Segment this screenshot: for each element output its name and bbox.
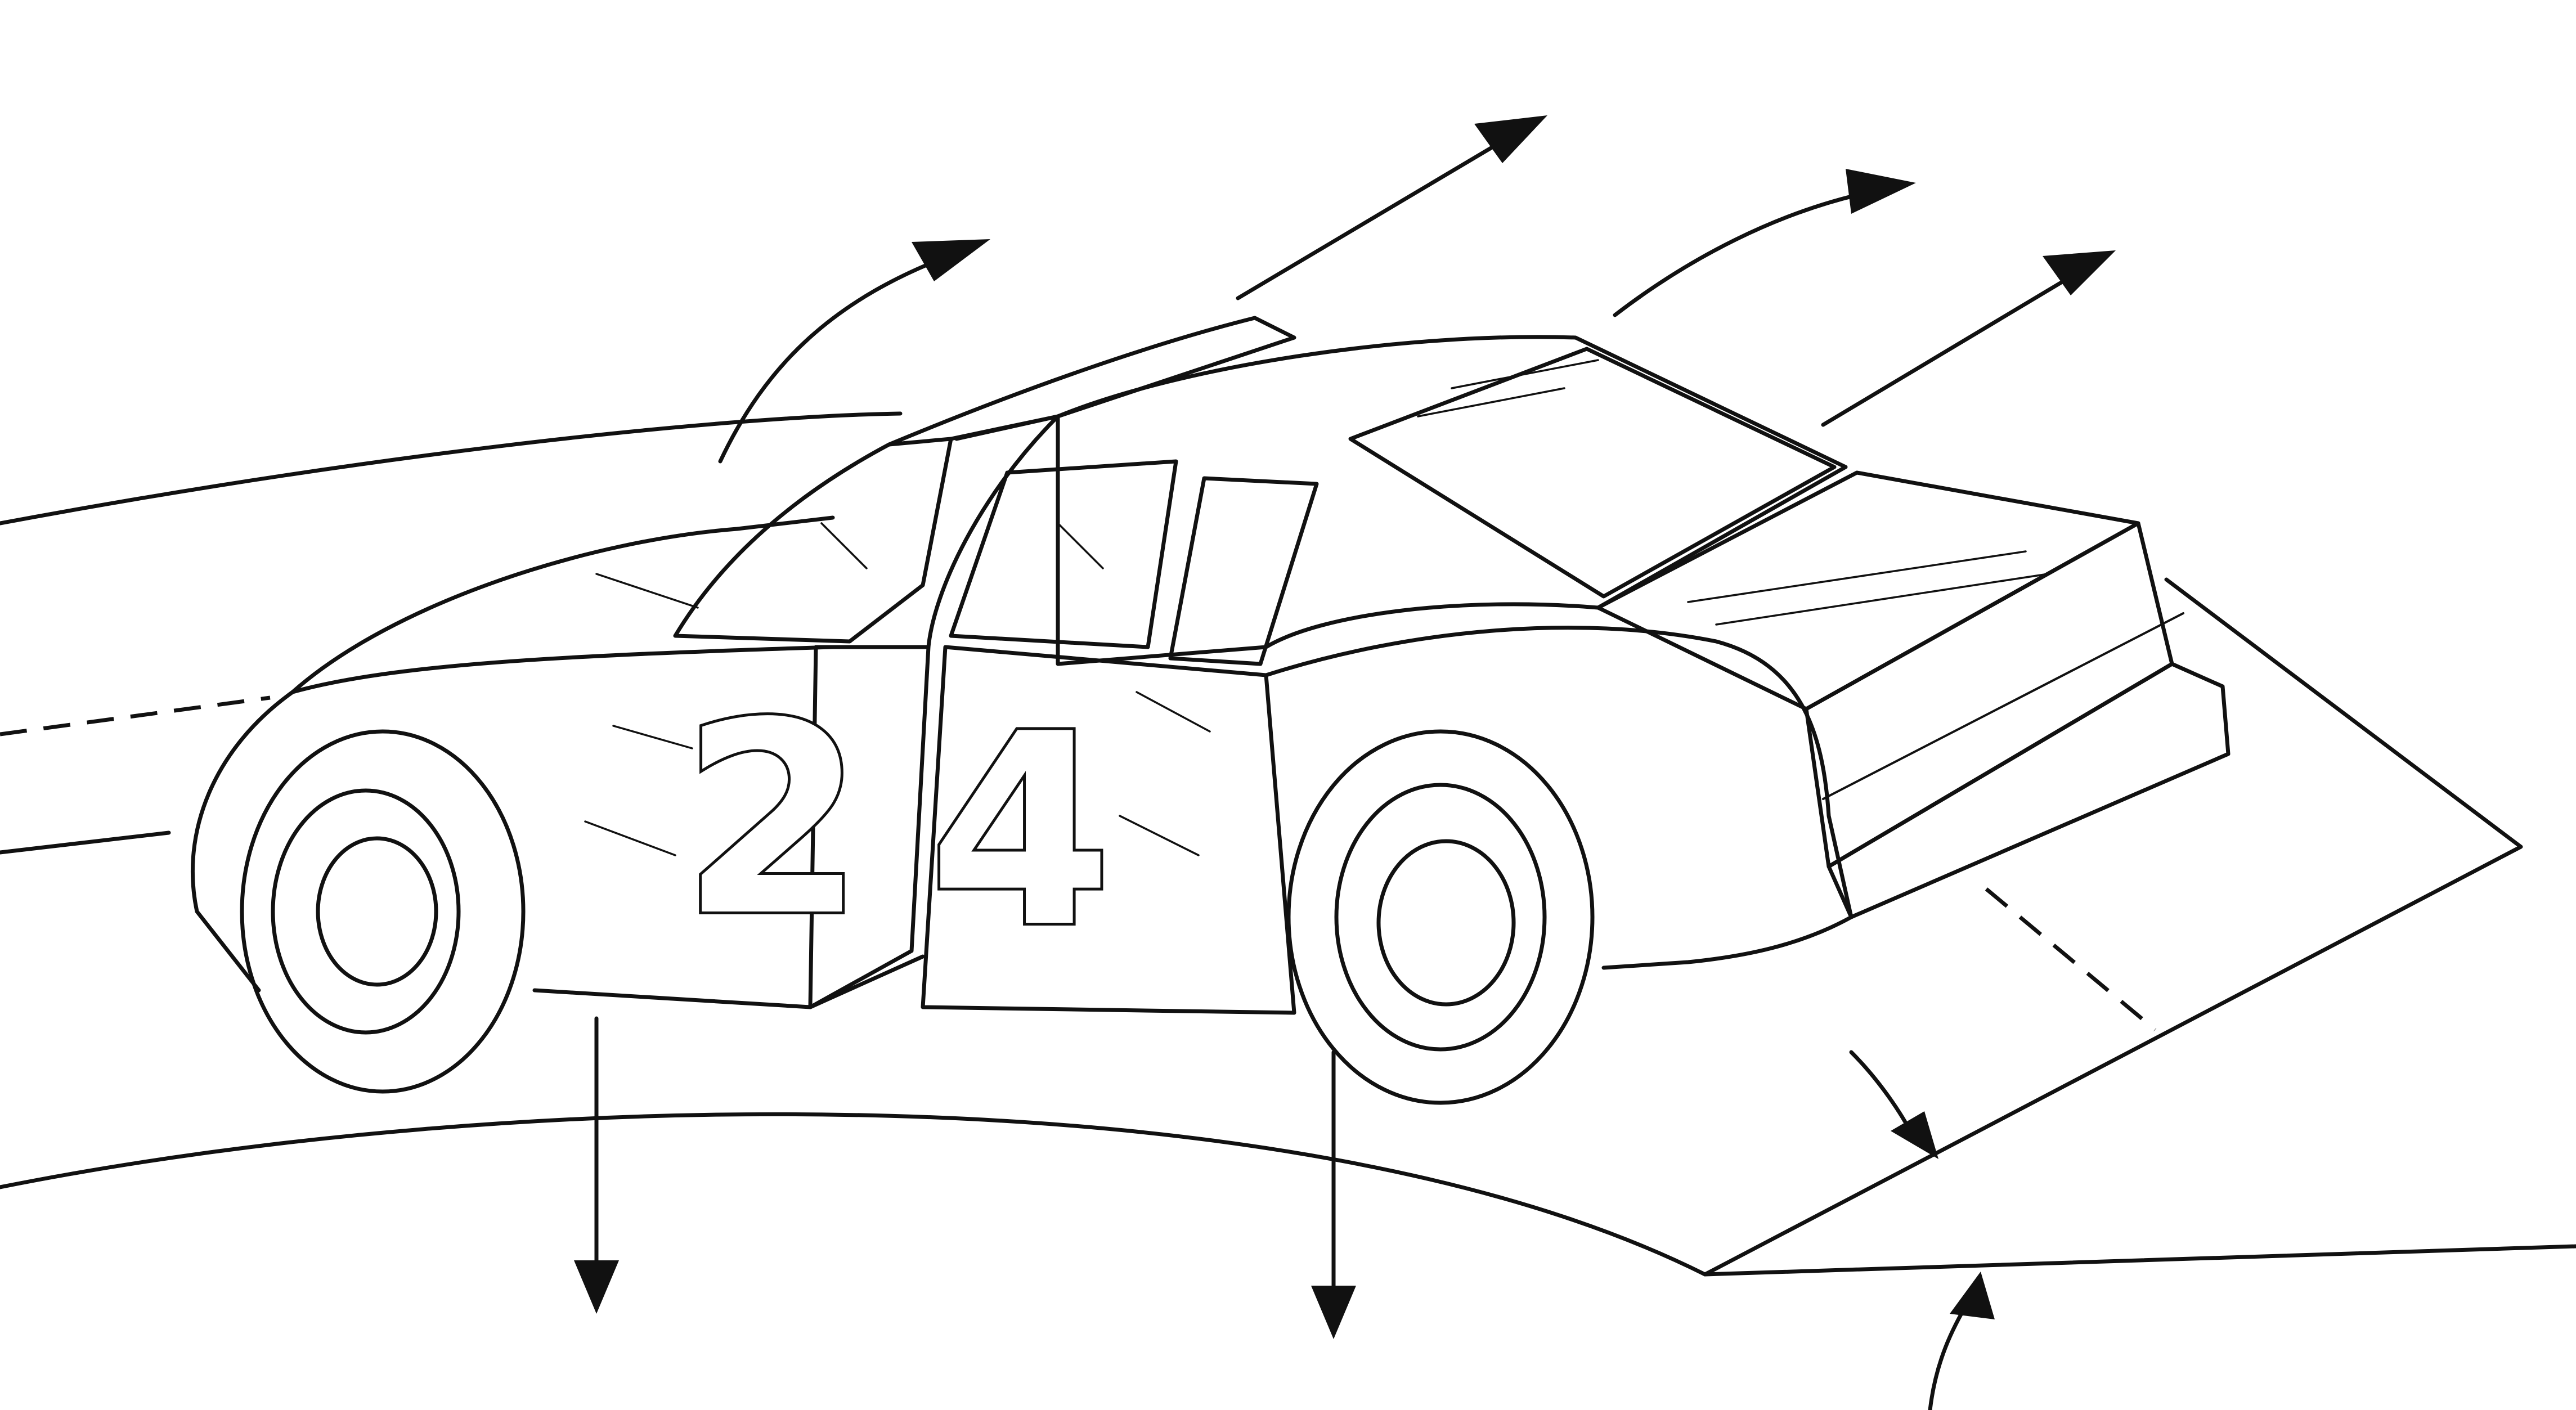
door-pillar: [814, 414, 1060, 649]
rear-window: [1348, 347, 1837, 599]
car-number-right: 4: [928, 677, 1112, 985]
bumper-crease: [1822, 612, 2184, 800]
arrow-down-icon: [1311, 1050, 1356, 1339]
roof-line: [887, 316, 1296, 447]
arrow-up-right-icon: [1236, 115, 1547, 300]
front-body-top: [290, 645, 835, 694]
ground-curve: [0, 1112, 1707, 1277]
roof: [1056, 335, 1848, 666]
arrow-up-right-icon: [1821, 250, 2116, 427]
race-car: [191, 316, 2231, 1105]
angle-indicators: [1849, 1050, 1995, 1410]
front-fender: [191, 690, 295, 993]
rear-spoiler: [1826, 662, 2231, 919]
ramp-dashed-line: [1985, 887, 2157, 1031]
door-frame: [808, 645, 931, 1009]
side-window-front: [949, 459, 1178, 649]
side-window-rear: [1168, 476, 1319, 666]
car-number-left: 2: [681, 666, 865, 974]
rear-quarter: [1264, 626, 1854, 970]
downforce-arrows: [574, 1016, 1356, 1339]
centerline-dashed: [0, 695, 271, 737]
front-wheel: [240, 729, 526, 1094]
track-surface: [0, 411, 2576, 1277]
rear-wheel: [1286, 729, 1595, 1105]
rear-door: [921, 645, 1296, 1015]
car-hood: [290, 515, 835, 694]
ramp-outline: [1703, 577, 2523, 1277]
curved-arrow-icon: [1849, 1050, 1938, 1159]
airflow-arrows: [718, 115, 2116, 464]
arrow-down-icon: [574, 1016, 619, 1314]
curved-arrow-icon: [1928, 1272, 1995, 1410]
arrow-up-right-icon: [718, 239, 990, 464]
upper-airflow-line: [0, 411, 903, 526]
windshield: [673, 437, 953, 644]
arrow-up-right-icon: [1613, 169, 1916, 317]
horizon-line: [1703, 1244, 2576, 1277]
shading-hatches: [584, 359, 2049, 856]
side-airflow-line: [0, 830, 171, 855]
